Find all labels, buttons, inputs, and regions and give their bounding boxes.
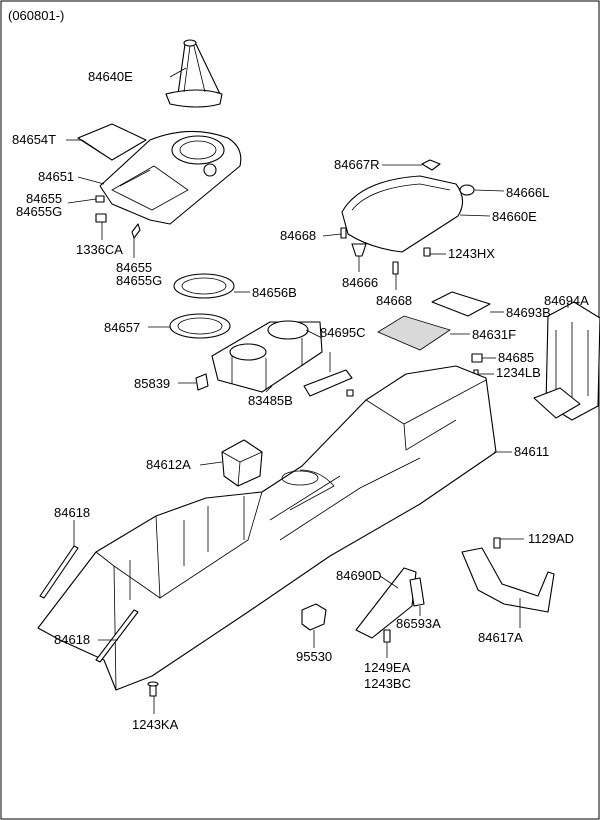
callout-84693B: 84693B [506,305,551,320]
switch-cap-part [301,603,327,631]
shift-boot-part [165,39,223,108]
callout-84640E: 84640E [88,69,133,84]
callout-84666L: 84666L [506,185,549,200]
callout-1243KA: 1243KA [132,717,179,732]
callout-84611: 84611 [514,444,549,459]
callout-1336CA: 1336CA [76,242,123,257]
callout-84631F: 84631F [472,327,516,342]
callout-84651: 84651 [38,169,74,184]
main-console-part [37,365,497,691]
callout-84655: 84655 [26,191,62,206]
callout-84657: 84657 [104,320,140,335]
callout-labels: 84640E 84654T 84651 84655 84655G 1336CA … [12,69,589,732]
callout-84667R: 84667R [334,157,380,172]
callout-1129AD: 1129AD [528,531,574,546]
callout-84656B: 84656B [252,285,297,300]
callout-84685: 84685 [498,350,534,365]
rear-bracket-part [533,301,600,421]
callout-84655G-b: 84655G [116,273,162,288]
screw-part [147,681,159,697]
floor-bracket-part [461,537,555,613]
callout-84654T: 84654T [12,132,56,147]
upper-cover-part [99,130,242,225]
callout-84695C: 84695C [320,325,366,340]
callout-83485B: 83485B [248,393,293,408]
armrest-lid-part [340,159,475,275]
callout-84668: 84668 [280,228,316,243]
callout-84655G: 84655G [16,204,62,219]
side-strip-parts [39,545,139,663]
callout-84694A: 84694A [544,293,589,308]
side-bracket-part [355,567,425,643]
cup-ring-parts [169,273,235,339]
indicator-plate-part [77,123,147,161]
leader-lines [66,67,569,714]
callout-84618: 84618 [54,505,90,520]
tray-parts [377,291,491,351]
callout-1243BC: 1243BC [364,676,411,691]
callout-84690D: 84690D [336,568,382,583]
cup-holder-part [195,320,323,393]
callout-84668-b: 84668 [376,293,412,308]
callout-84660E: 84660E [492,209,537,224]
callout-86593A: 86593A [396,616,441,631]
callout-1243HX: 1243HX [448,246,495,261]
callout-84655-b: 84655 [116,260,152,275]
callout-84618-b: 84618 [54,632,90,647]
callout-84666: 84666 [342,275,378,290]
date-code: (060801-) [8,8,64,23]
callout-84617A: 84617A [478,630,523,645]
trim-strip-part [303,369,354,397]
small-box-part [221,439,263,487]
callout-1249EA: 1249EA [364,660,411,675]
callout-84612A: 84612A [146,457,191,472]
callout-1234LB: 1234LB [496,365,541,380]
callout-95530: 95530 [296,649,332,664]
callout-85839: 85839 [134,376,170,391]
